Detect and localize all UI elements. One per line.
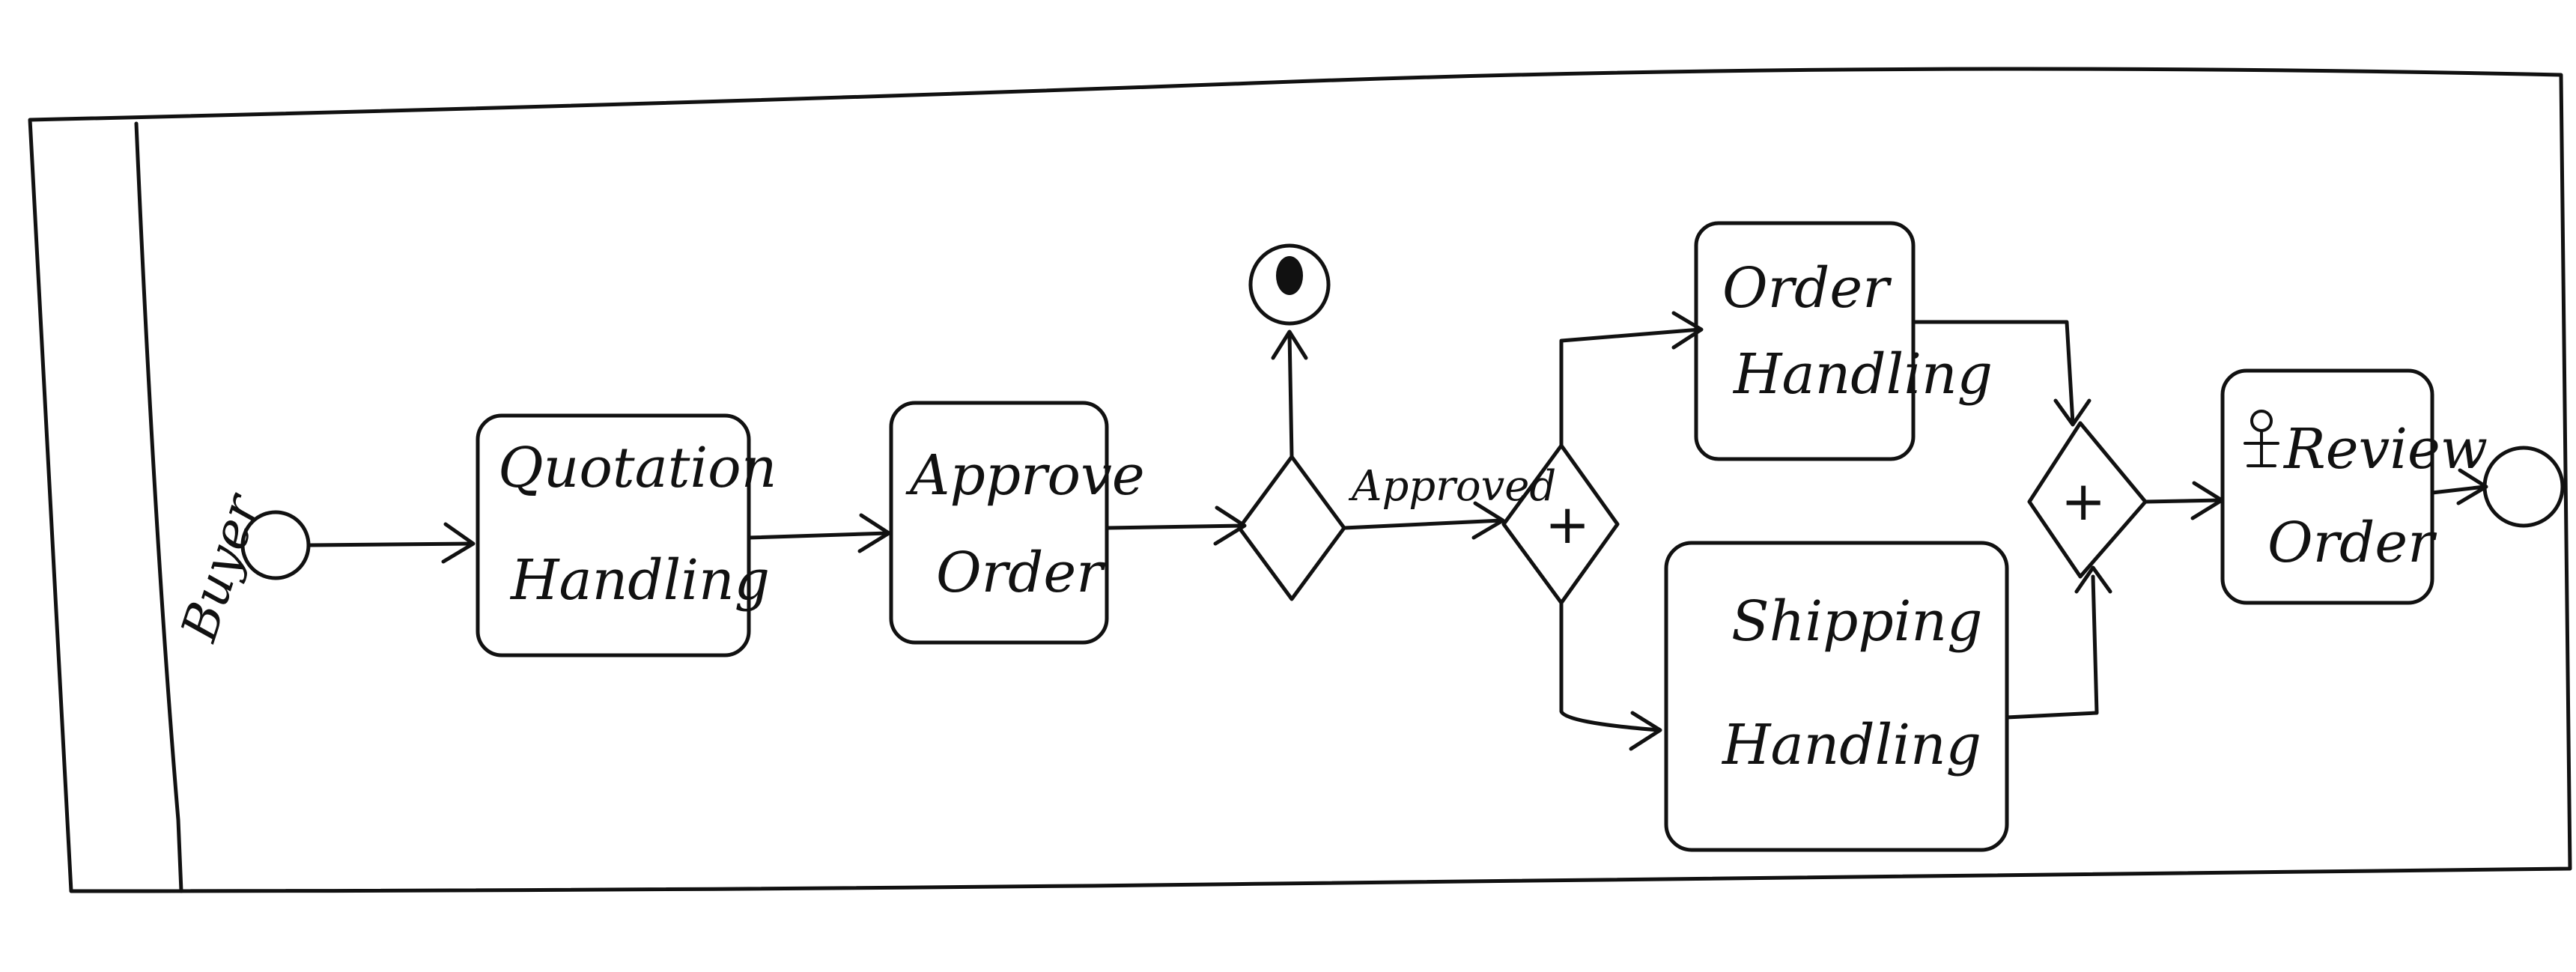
parallel-gateway-join[interactable]: + — [2027, 421, 2148, 579]
task-shipping-line2: Handling — [1721, 713, 1981, 777]
task-quotation-line2: Handling — [509, 548, 770, 613]
arrowhead-icon — [2053, 398, 2092, 427]
flow-start-to-quotation[interactable] — [307, 541, 474, 547]
flow-shipping-to-join[interactable] — [2005, 574, 2099, 720]
flow-review-to-end[interactable] — [2430, 485, 2487, 495]
lane-divider — [134, 121, 183, 893]
task-review-order[interactable]: Review Order — [2220, 368, 2488, 605]
flow-gateway-to-end-top[interactable] — [1287, 331, 1294, 459]
flow-order-to-join[interactable] — [1911, 320, 2075, 425]
arrowhead-icon — [1271, 329, 1308, 360]
arrowhead-icon — [1471, 501, 1505, 540]
arrowhead-icon — [2074, 565, 2112, 594]
task-shipping-line1: Shipping — [1731, 589, 1982, 654]
task-order-handling[interactable]: Order Handling — [1694, 221, 1993, 461]
parallel-gateway-split[interactable]: + — [1501, 443, 1620, 605]
task-quotation-line1: Quotation — [498, 436, 777, 500]
task-approve-line2: Order — [936, 541, 1106, 605]
arrowhead-icon — [441, 522, 476, 564]
flow-approve-to-gateway[interactable] — [1105, 523, 1245, 530]
flow-approved[interactable] — [1342, 518, 1504, 530]
task-approve-line1: Approve — [905, 443, 1145, 508]
task-review-line2: Order — [2267, 511, 2437, 575]
flow-split-to-shipping[interactable] — [1559, 601, 1661, 732]
task-order-line2: Handling — [1732, 342, 1993, 407]
task-review-line1: Review — [2282, 417, 2488, 482]
terminate-end-event[interactable] — [1248, 243, 1331, 326]
lane-label: Buyer — [170, 486, 272, 648]
flow-join-to-review[interactable] — [2143, 498, 2223, 504]
flow-split-to-order[interactable] — [1559, 327, 1702, 448]
task-quotation-handling[interactable]: Quotation Handling — [476, 413, 777, 657]
flow-label-approved: Approved — [1348, 462, 1556, 511]
task-shipping-handling[interactable]: Shipping Handling — [1664, 541, 2009, 852]
parallel-split-symbol: + — [1545, 493, 1590, 556]
arrowhead-icon — [1671, 311, 1704, 350]
arrowhead-icon — [1629, 711, 1662, 751]
pool-border — [28, 67, 2572, 893]
task-approve-order[interactable]: Approve Order — [889, 401, 1145, 645]
task-order-line1: Order — [1722, 256, 1892, 321]
flow-quotation-to-approve[interactable] — [747, 531, 890, 540]
parallel-join-symbol: + — [2061, 470, 2106, 532]
end-event[interactable] — [2482, 446, 2565, 528]
arrowhead-icon — [1213, 505, 1247, 546]
arrowhead-icon — [857, 513, 891, 553]
exclusive-gateway[interactable] — [1237, 455, 1346, 601]
user-task-icon — [2244, 410, 2279, 467]
